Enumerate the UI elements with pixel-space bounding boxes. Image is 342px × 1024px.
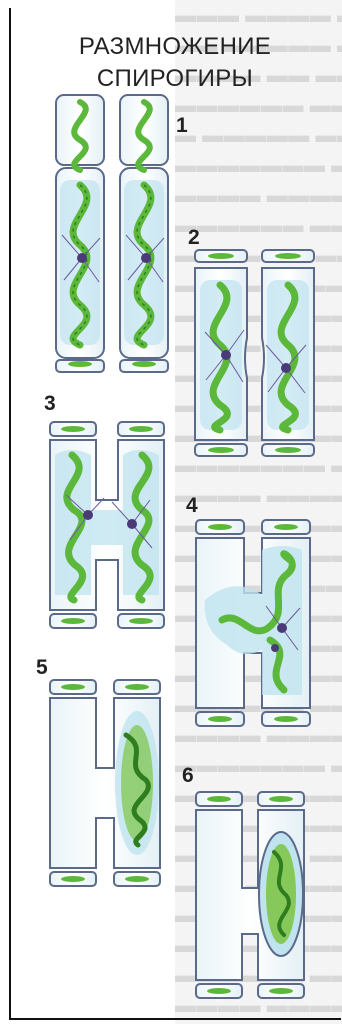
background-page-text: ▬▬▬ ▬▬▬▬ ▬▬▬▬ ▬▬▬▬▬ ▬▬▬▬▬▬▬ ▬▬ ▬▬▬▬▬▬▬▬▬… xyxy=(175,0,342,1024)
step-label-5: 5 xyxy=(36,656,48,680)
step-label-3: 3 xyxy=(44,392,56,416)
stage-5-fusion xyxy=(50,680,160,886)
stage-1-filaments xyxy=(56,95,168,372)
stage-3-conjugation xyxy=(50,422,164,628)
